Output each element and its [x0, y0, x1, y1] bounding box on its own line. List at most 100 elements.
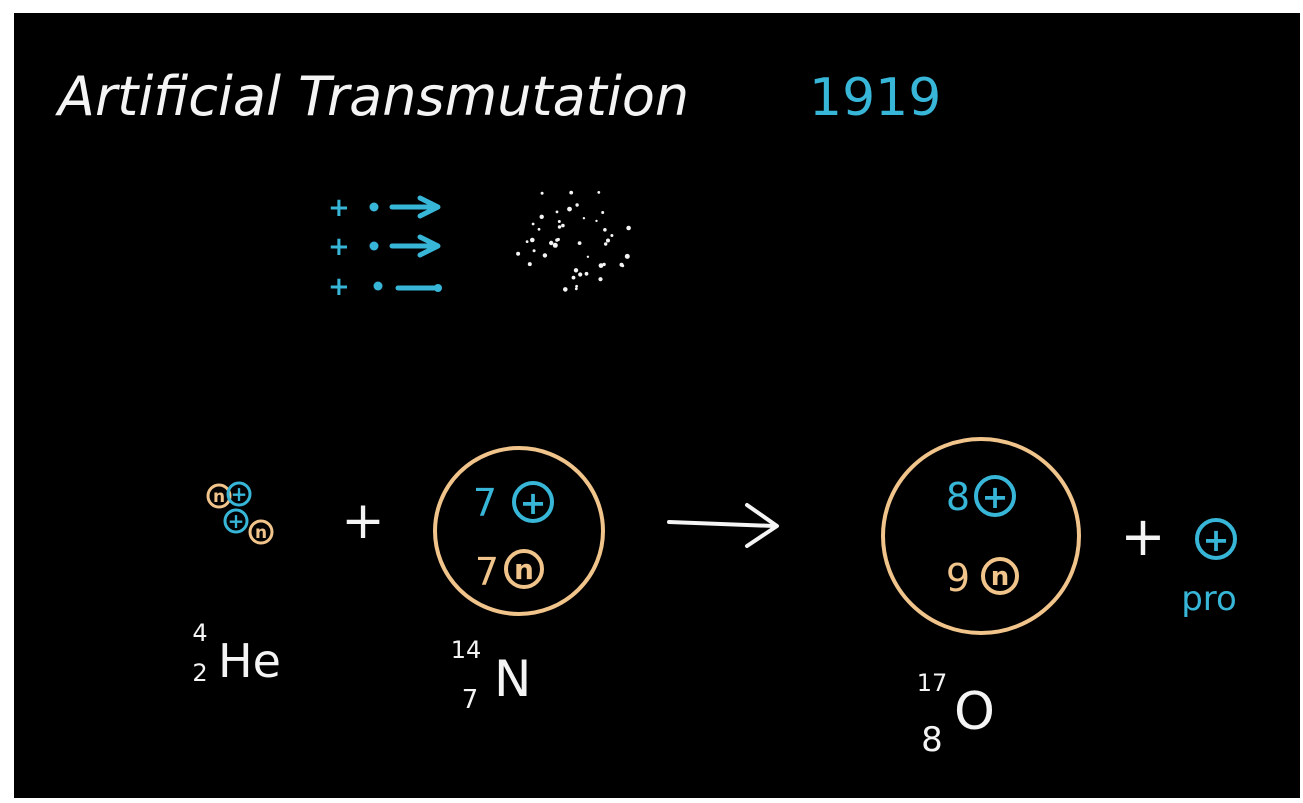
gas-particle: [549, 240, 554, 246]
gas-particle: [577, 241, 582, 246]
proton-label: +: [228, 509, 245, 533]
gas-particle: [537, 227, 541, 231]
gas-particle: [626, 225, 631, 231]
neutron-count: 9: [946, 556, 970, 600]
gas-particle: [601, 211, 605, 214]
gas-particle: [532, 249, 536, 253]
neutron-label: n: [213, 487, 225, 507]
oxygen-nucleus: 8 + 9 n: [881, 437, 1081, 635]
neutron: [981, 557, 1019, 595]
neutron-label: n: [514, 553, 534, 586]
nucleus-outline: [433, 446, 605, 616]
gas-particle: [571, 275, 576, 280]
gas-particle: [539, 214, 544, 219]
gas-particle: [574, 287, 578, 291]
neutron: [206, 483, 232, 509]
helium-notation: 4 2 He: [192, 619, 281, 688]
gas-particle: [567, 206, 572, 212]
proton-label: +: [520, 484, 547, 522]
oxygen-notation: 17 8 O: [917, 669, 995, 760]
gas-particle: [561, 223, 565, 228]
neutron-count: 7: [475, 550, 499, 594]
proton: [223, 508, 249, 534]
atomic-number: 7: [462, 685, 479, 715]
gas-particle: [603, 228, 607, 232]
gas-particle: [598, 263, 604, 268]
gas-particle: [606, 238, 610, 243]
proton: [974, 475, 1016, 517]
gas-particle: [555, 238, 559, 242]
beam-row: +: [328, 232, 441, 262]
gas-particle: [597, 191, 601, 194]
mass-number: 17: [917, 669, 948, 697]
mass-number: 14: [451, 636, 482, 664]
beam-arrow-head: [417, 234, 441, 258]
gas-particle: [598, 277, 603, 282]
element-symbol: O: [954, 682, 995, 742]
gas-particle: [578, 272, 583, 277]
neutron-label: n: [255, 523, 267, 543]
gas-particle: [586, 255, 590, 258]
nitrogen-gas-cloud: [516, 190, 631, 292]
nucleus-outline: [881, 437, 1081, 635]
beam-plus: +: [328, 193, 350, 223]
title: Artificial Transmutation: [55, 65, 689, 128]
gas-particle: [602, 262, 606, 267]
beam-arrow-head: [417, 195, 441, 219]
proton-count: 8: [946, 475, 970, 519]
proton-label: +: [231, 482, 248, 506]
gas-particle: [516, 251, 521, 256]
diagram-canvas: Artificial Transmutation 1919 + + + n +: [55, 65, 1237, 760]
gas-particle: [527, 262, 532, 267]
element-symbol: He: [218, 634, 281, 688]
beam-plus: +: [328, 232, 350, 262]
gas-particle: [557, 225, 562, 229]
gas-particle: [584, 271, 589, 276]
emitted-proton: [1195, 518, 1237, 560]
beam-plus: +: [328, 272, 350, 302]
product-plus: +: [1120, 505, 1165, 568]
gas-particle: [595, 219, 598, 223]
beam-row: +: [328, 272, 442, 302]
gas-particle: [563, 287, 568, 292]
proton: [512, 481, 554, 523]
gas-particle: [540, 191, 544, 195]
proton: [226, 481, 252, 507]
gas-particle: [530, 237, 535, 243]
nitrogen-notation: 14 7 N: [451, 636, 532, 715]
beam-dot: [373, 281, 383, 291]
beam-dot: [369, 202, 379, 212]
alpha-beam: + + +: [328, 193, 442, 302]
gas-particle: [575, 284, 578, 288]
proton-label: +: [982, 478, 1009, 516]
gas-particle: [557, 220, 561, 223]
helium-nucleus: n + + n: [206, 481, 274, 545]
proton-count: 7: [473, 481, 497, 525]
gas-particle: [610, 234, 614, 237]
beam-arrow-tip: [434, 284, 442, 292]
atomic-number: 2: [192, 659, 207, 687]
reaction-plus: +: [341, 491, 385, 551]
gas-particle: [582, 217, 586, 220]
element-symbol: N: [494, 650, 531, 708]
mass-number: 4: [192, 619, 207, 647]
gas-particle: [555, 210, 559, 214]
proton-caption: pro: [1181, 579, 1237, 619]
neutron: [504, 549, 544, 589]
gas-particle: [525, 240, 529, 244]
gas-particle: [542, 253, 548, 258]
neutron-label: n: [991, 562, 1010, 592]
nitrogen-nucleus: 7 + 7 n: [433, 446, 605, 616]
gas-particle: [624, 253, 630, 259]
beam-dot: [369, 241, 379, 251]
gas-particle: [575, 203, 579, 207]
gas-particle: [569, 190, 574, 195]
gas-particle: [604, 242, 608, 246]
beam-row: +: [328, 193, 441, 223]
neutron: [248, 519, 274, 545]
gas-particle: [573, 268, 579, 273]
year: 1919: [809, 68, 941, 128]
emitted-proton-label: +: [1203, 521, 1230, 559]
reaction-arrow: [667, 503, 779, 548]
gas-particle: [621, 264, 625, 268]
